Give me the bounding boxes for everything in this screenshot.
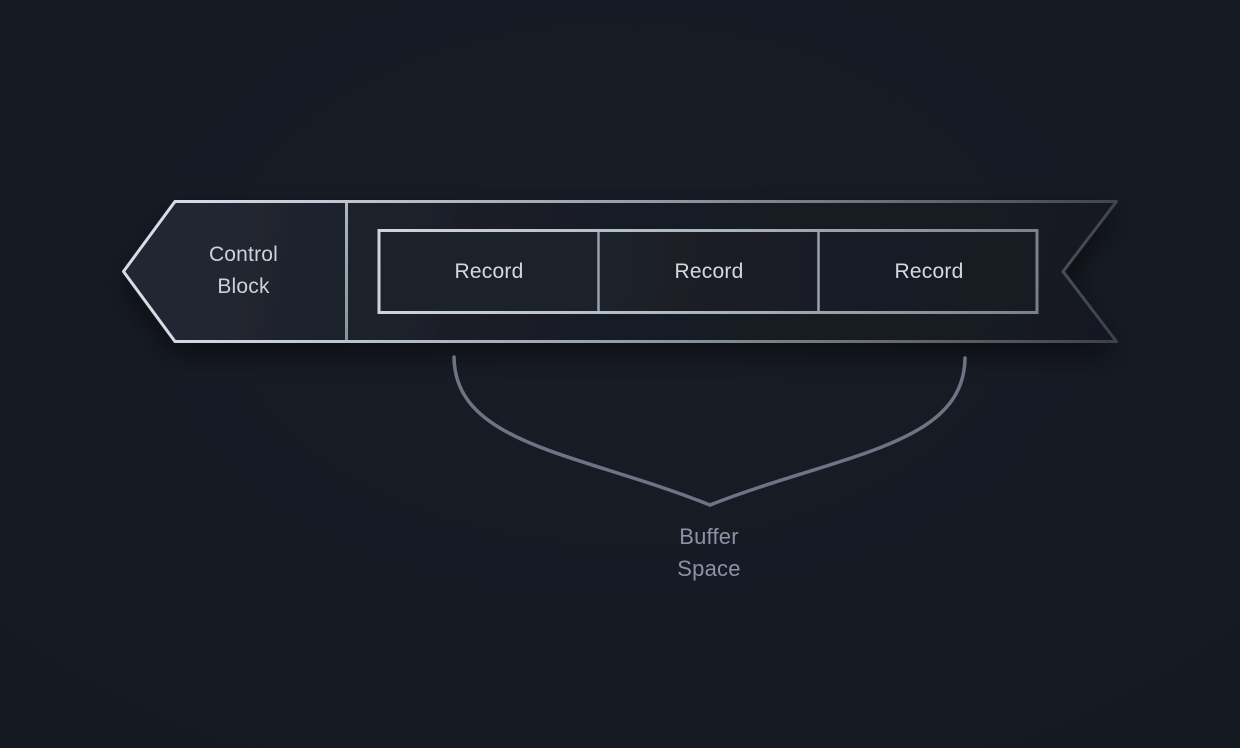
brace-right-curve [708,356,967,507]
buffer-banner-group [122,200,1118,343]
control-block-label: Control Block [208,243,279,298]
buffer-space-label: Buffer Space [677,524,741,581]
record-container [377,229,1039,314]
record-cell-label-1: Record [454,259,524,283]
record-cell-label-3: Record [894,259,964,283]
record-cell-label-2: Record [674,259,744,283]
brace-left-curve [452,355,712,507]
